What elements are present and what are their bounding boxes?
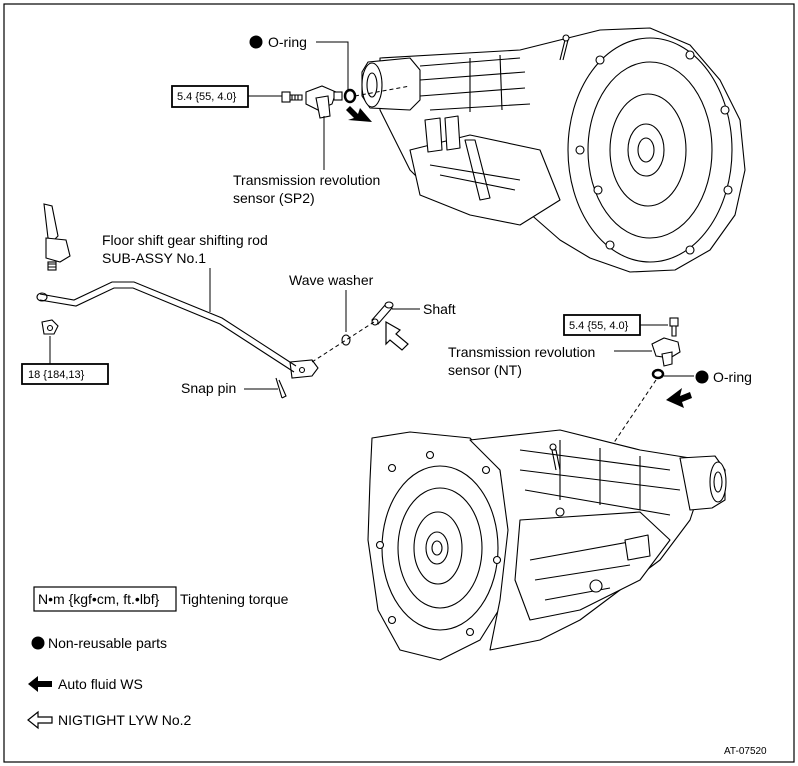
rod-nut [41,319,59,335]
leader-oring-top [316,41,349,90]
torque-rod: 18 {184,13} [28,369,85,381]
legend-torque-box [33,586,177,612]
non-reusable-icon-nt [695,370,709,384]
auto-fluid-arrow-nt [666,388,692,408]
sensor-nt-label-line2: sensor (NT) [448,362,522,378]
sensor-nt [651,337,681,367]
assembly-line-sp2 [354,85,411,97]
transmission-top [361,27,746,273]
legend-nigtight-icon [27,710,53,730]
torque-box-rod [21,363,109,385]
legend-torque-desc: Tightening torque [180,591,289,607]
figure-frame [3,3,795,763]
wave-washer-label: Wave washer [289,272,374,288]
torque-nt: 5.4 {55, 4.0} [569,320,629,332]
shaft-label: Shaft [423,301,456,317]
non-reusable-icon-top [249,35,263,49]
snap-pin-label: Snap pin [181,380,236,396]
legend-non-reusable-icon [31,636,45,650]
assembly-line-rod [311,321,375,363]
legend-torque-units: N•m {kgf•cm, ft.•lbf} [38,591,160,607]
legend-auto-fluid: Auto fluid WS [58,676,143,692]
legend-nigtight: NIGTIGHT LYW No.2 [58,712,191,728]
figure-id: AT-07520 [724,746,767,757]
nigtight-arrow-mid [385,320,409,351]
oring-sp2 [343,88,357,104]
oring-label-top: O-ring [268,34,307,50]
snap-pin [275,377,287,399]
bolt-sp2 [281,91,303,103]
sensor-nt-label-line1: Transmission revolution [448,344,595,360]
shift-rod [36,281,319,379]
wave-washer [341,334,351,346]
legend-non-reusable: Non-reusable parts [48,635,167,651]
oring-nt [651,368,665,380]
shift-lever-bracket [43,203,71,271]
rod-label-line2: SUB-ASSY No.1 [102,250,206,266]
bolt-nt [669,317,679,337]
oring-label-nt: O-ring [713,369,752,385]
shaft [371,301,394,326]
sensor-sp2-label-line2: sensor (SP2) [233,190,315,206]
legend-auto-fluid-icon [28,676,52,692]
auto-fluid-arrow-top [346,106,372,122]
torque-sp2: 5.4 {55, 4.0} [177,91,237,103]
transmission-bottom [367,429,727,661]
sensor-sp2-label-line1: Transmission revolution [233,172,380,188]
sensor-sp2 [305,85,343,119]
rod-label-line1: Floor shift gear shifting rod [102,232,268,248]
